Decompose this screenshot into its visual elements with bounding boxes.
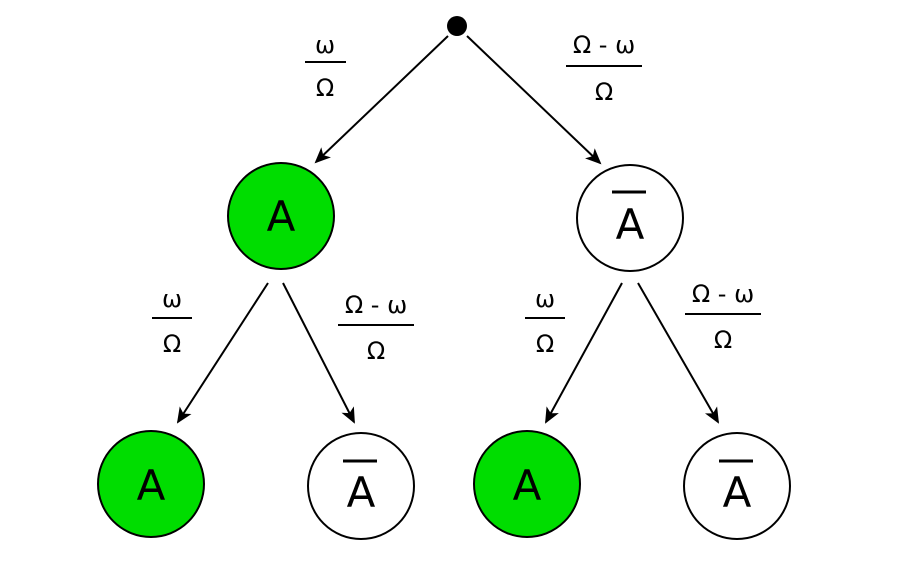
event-circle	[227, 162, 335, 270]
edge-not-a-to-a	[545, 282, 623, 424]
complement-label: A	[616, 200, 645, 249]
edge-label-root-a: ω Ω	[305, 31, 346, 102]
node-not-a-level2-left: A	[307, 432, 415, 540]
edge-label-not-a-a: ω Ω	[525, 285, 565, 358]
edge-a-to-not-a	[282, 282, 355, 424]
node-not-a-level1: A	[576, 164, 684, 272]
numerator: Ω - ω	[573, 31, 635, 59]
complement-circle	[307, 432, 415, 540]
edge-label-root-not-a: Ω - ω Ω	[566, 31, 642, 106]
node-a-level1: A	[227, 162, 335, 270]
numerator: ω	[315, 31, 335, 59]
event-label: A	[137, 461, 166, 510]
numerator: ω	[162, 285, 182, 313]
numerator: Ω - ω	[345, 291, 407, 319]
denominator: Ω	[536, 330, 554, 358]
event-label: A	[267, 192, 296, 241]
numerator: ω	[535, 285, 555, 313]
denominator: Ω	[163, 330, 181, 358]
complement-circle	[576, 164, 684, 272]
edge-label-not-a-not-a: Ω - ω Ω	[685, 280, 761, 354]
edge-a-to-a	[176, 282, 269, 424]
complement-label: A	[723, 468, 752, 517]
edge-label-a-a: ω Ω	[152, 285, 192, 358]
event-label: A	[513, 461, 542, 510]
denominator: Ω	[316, 74, 334, 102]
denominator: Ω	[367, 337, 385, 365]
node-not-a-level2-right: A	[683, 432, 791, 540]
edge-root-to-a	[314, 35, 449, 164]
edge-not-a-to-not-a	[637, 282, 719, 424]
node-a-level2-left: A	[97, 430, 205, 538]
complement-circle	[683, 432, 791, 540]
event-circle	[473, 430, 581, 538]
denominator: Ω	[714, 326, 732, 354]
complement-label: A	[347, 468, 376, 517]
denominator: Ω	[595, 78, 613, 106]
edge-label-a-not-a: Ω - ω Ω	[338, 291, 414, 365]
node-a-level2-right: A	[473, 430, 581, 538]
event-circle	[97, 430, 205, 538]
root-dot	[447, 16, 467, 36]
numerator: Ω - ω	[692, 280, 754, 308]
edge-root-to-not-a	[466, 35, 602, 165]
